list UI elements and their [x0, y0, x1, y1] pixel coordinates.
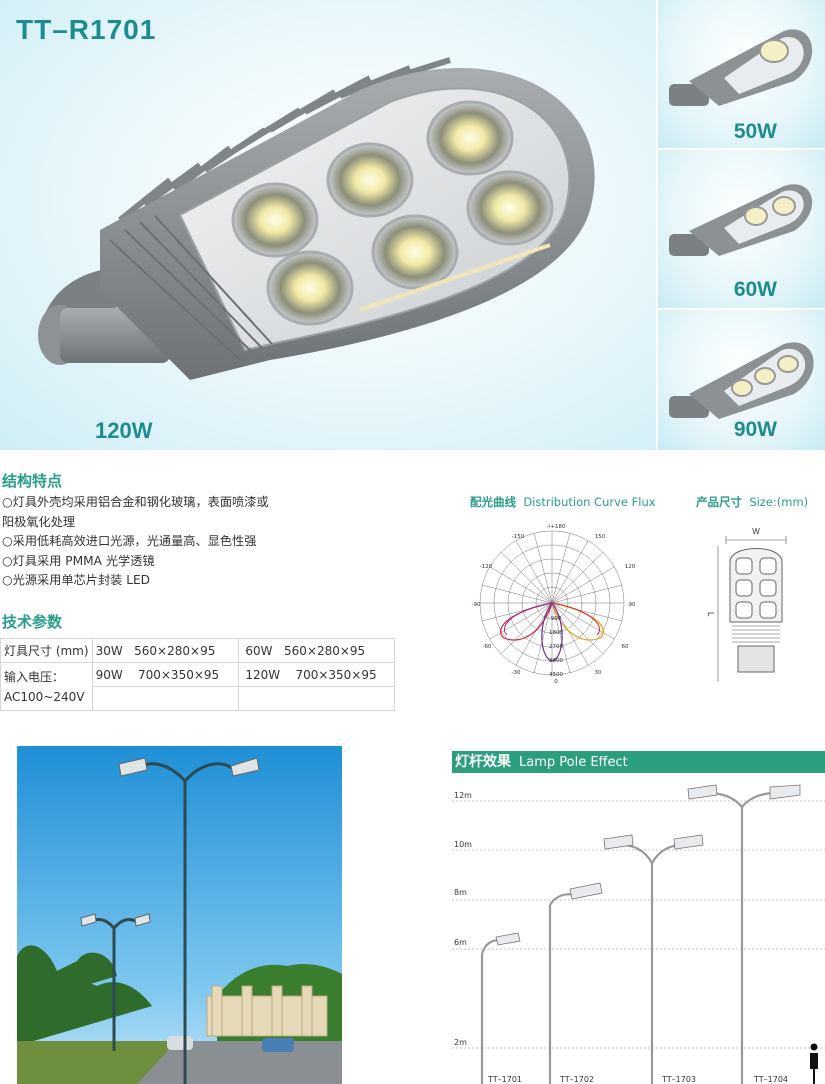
- features-list: ○灯具外壳均采用铝合金和钢化玻璃，表面喷漆或 阳极氧化处理 ○采用低耗高效进口光…: [2, 493, 322, 591]
- variant-60w-label: 60W: [733, 278, 777, 301]
- size-diagram: W L: [706, 527, 787, 682]
- polar-label: 1800: [549, 630, 563, 636]
- height-label: 12m: [454, 791, 472, 800]
- polar-label: 150: [595, 534, 606, 540]
- polar-label: 2700: [549, 644, 563, 650]
- size-label-cell: 灯具尺寸 (mm): [0, 638, 93, 663]
- polar-label: 900: [551, 616, 562, 622]
- feature-item: ○采用低耗高效进口光源，光通量高、显色性强: [2, 534, 257, 549]
- feature-item: 阳极氧化处理: [2, 514, 76, 529]
- hero-panel: TT–R1701: [0, 0, 656, 450]
- polar-label: -150: [512, 534, 525, 540]
- spec-cell: 90W 700×350×95: [91, 662, 239, 687]
- specs-title: 技术参数: [2, 613, 63, 631]
- model-label: TT–1702: [559, 1075, 594, 1084]
- feature-item: ○灯具外壳均采用铝合金和钢化玻璃，表面喷漆或: [2, 495, 269, 509]
- distribution-curve-diagram: -/+180 -150 150 -120 120 -90 90 -60 60 -…: [472, 524, 636, 685]
- pole-effect-diagram: 12m 10m 8m 6m 2m TT–1701 TT–1702 TT–1703…: [452, 784, 825, 1084]
- polar-label: -120: [480, 564, 493, 570]
- feature-item: ○灯具采用 PMMA 光学透镜: [2, 553, 155, 568]
- model-title: TT–R1701: [16, 14, 157, 45]
- polar-label: 90: [629, 602, 636, 608]
- height-label: 10m: [454, 840, 472, 849]
- street-lamp-60w-image: [669, 184, 813, 256]
- variant-50w-panel: 50W: [658, 0, 825, 148]
- spec-cell: 30W 560×280×95: [91, 638, 239, 663]
- table-row: 灯具尺寸 (mm) 30W 560×280×95 60W 560×280×95: [0, 638, 395, 663]
- variant-60w-panel: 60W: [658, 150, 825, 308]
- street-lamp-120w-image: [38, 57, 595, 381]
- model-label: TT–1704: [753, 1075, 788, 1084]
- street-lamp-90w-image: [669, 342, 814, 419]
- polar-label: 60: [622, 644, 629, 650]
- feature-item: ○光源采用单芯片封装 LED: [2, 573, 151, 588]
- variant-50w-label: 50W: [733, 120, 777, 143]
- main-wattage-label: 120W: [95, 418, 153, 443]
- polar-label: 3600: [549, 658, 563, 664]
- polar-label: -30: [512, 670, 521, 676]
- voltage-cell: 输入电压： AC100~240V: [0, 662, 93, 711]
- length-label: L: [706, 612, 715, 617]
- polar-label: -/+180: [547, 524, 566, 530]
- empty-cell: [91, 686, 239, 711]
- table-row: 输入电压： AC100~240V 90W 700×350×95 120W 700…: [0, 662, 395, 711]
- size-title: 产品尺寸 Size:(mm): [696, 495, 809, 509]
- polar-label: 0: [554, 679, 558, 685]
- model-label: TT–1703: [661, 1075, 696, 1084]
- polar-label: 4500: [549, 672, 563, 678]
- distribution-title: 配光曲线 Distribution Curve Flux: [470, 495, 656, 509]
- variant-90w-label: 90W: [733, 418, 777, 441]
- empty-cell: [237, 686, 395, 711]
- street-lamp-50w-image: [669, 29, 813, 106]
- width-label: W: [752, 527, 760, 536]
- height-label: 6m: [454, 938, 467, 947]
- spec-cell: 60W 560×280×95: [237, 638, 395, 663]
- spec-cell: 120W 700×350×95: [237, 662, 395, 687]
- street-scene-photo: [17, 746, 342, 1084]
- height-label: 8m: [454, 888, 467, 897]
- polar-label: -60: [483, 644, 492, 650]
- specs-table: 灯具尺寸 (mm) 30W 560×280×95 60W 560×280×95 …: [0, 638, 395, 711]
- features-title: 结构特点: [2, 472, 63, 490]
- polar-label: 120: [625, 564, 636, 570]
- polar-label: 30: [595, 670, 602, 676]
- table-row: [1, 686, 395, 711]
- person-icon: [810, 1043, 818, 1084]
- variant-90w-panel: 90W: [658, 310, 825, 450]
- height-label: 2m: [454, 1038, 467, 1047]
- polar-label: -90: [472, 602, 481, 608]
- model-label: TT–1701: [487, 1075, 522, 1084]
